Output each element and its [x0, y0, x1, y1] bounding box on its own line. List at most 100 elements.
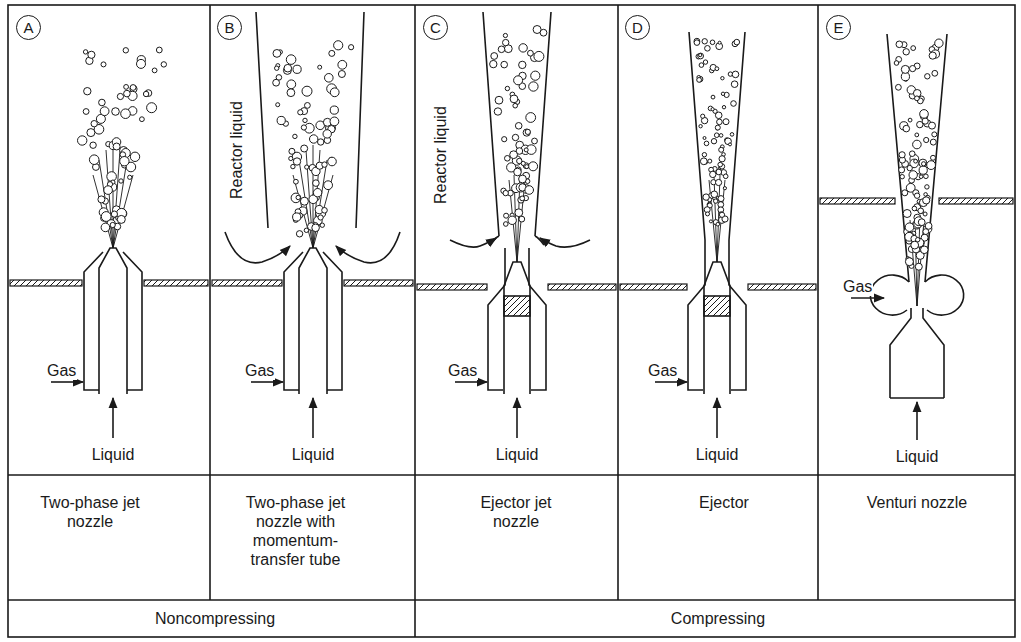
gas-bubble	[323, 130, 331, 138]
gas-bubble	[913, 140, 922, 149]
gas-bubble	[101, 223, 110, 232]
gas-bubble	[275, 66, 279, 70]
gas-bubble	[520, 196, 525, 201]
gas-bubble	[273, 50, 281, 58]
gas-bubble	[501, 61, 508, 68]
gas-bubble	[529, 82, 538, 91]
caption-cell: Two-phase jet nozzle	[10, 477, 209, 599]
gas-bubble	[919, 166, 927, 174]
gas-bubble	[305, 165, 309, 169]
gas-bubble	[303, 118, 307, 122]
gas-bubble	[112, 108, 120, 116]
gas-bubble	[296, 231, 302, 237]
gas-bubble	[330, 88, 339, 97]
gas-bubble	[723, 119, 729, 125]
gas-bubble	[924, 137, 929, 142]
gas-bubble	[935, 39, 943, 47]
gas-bubble	[714, 133, 719, 138]
gas-bubble	[525, 129, 530, 134]
gas-bubble	[731, 101, 737, 107]
gas-bubble	[83, 109, 89, 115]
gas-bubble	[289, 156, 293, 160]
gas-bubble	[902, 190, 908, 196]
gas-bubble	[701, 114, 705, 118]
gas-bubble	[87, 129, 95, 137]
gas-bubble	[910, 66, 916, 72]
gas-bubble	[325, 74, 334, 83]
gas-bubble	[714, 199, 718, 203]
gas-bubble	[302, 86, 312, 96]
gas-bubble	[334, 41, 343, 50]
gas-bubble	[312, 224, 320, 232]
gas-bubble	[504, 222, 509, 227]
gas-bubble	[730, 133, 734, 137]
gas-bubble	[909, 151, 915, 157]
gas-bubble	[291, 193, 301, 203]
gas-bubble	[909, 171, 917, 179]
gas-bubble	[110, 222, 115, 227]
gas-bubble	[894, 61, 899, 66]
gas-bubble	[117, 93, 123, 99]
gas-bubble	[702, 39, 707, 44]
gas-bubble	[100, 107, 109, 116]
stream-label: Gas	[244, 362, 275, 380]
gas-bubble	[719, 212, 724, 217]
gas-bubble	[301, 125, 306, 130]
gas-bubble	[503, 39, 509, 45]
gas-bubble	[896, 84, 902, 90]
gas-bubble	[518, 197, 524, 203]
gas-bubble	[915, 133, 919, 137]
flow-label: Reactor liquid	[432, 105, 450, 205]
gas-bubble	[78, 136, 87, 145]
gas-bubble	[912, 206, 917, 211]
panel-letter-text: C	[430, 20, 441, 35]
gas-bubble	[510, 151, 518, 159]
gas-bubble	[908, 118, 912, 122]
gas-bubble	[104, 186, 113, 195]
gas-bubble	[917, 121, 923, 127]
gas-bubble	[929, 52, 936, 59]
gas-bubble	[710, 40, 715, 45]
gas-bubble	[117, 215, 125, 223]
gas-bubble	[919, 175, 923, 179]
gas-bubble	[540, 29, 547, 36]
gas-bubble	[330, 117, 339, 126]
caption-text: Ejector	[684, 493, 764, 512]
gas-bubble	[524, 148, 528, 152]
panel-letter: A	[16, 15, 41, 40]
gas-bubble	[919, 159, 927, 167]
gas-bubble	[925, 223, 932, 230]
gas-bubble	[273, 79, 280, 86]
gas-bubble	[715, 125, 720, 130]
gas-bubble	[152, 68, 157, 73]
stream-label: Liquid	[495, 446, 540, 464]
gas-bubble	[318, 139, 324, 145]
gas-bubble	[318, 215, 323, 220]
gas-bubble	[721, 92, 724, 95]
gas-bubble	[84, 88, 91, 95]
gas-bubble	[705, 46, 711, 52]
panel-letter-text: E	[833, 20, 843, 35]
gas-bubble	[519, 61, 526, 68]
gas-bubble	[930, 139, 936, 145]
gas-bubble	[294, 179, 299, 184]
gas-bubble	[120, 157, 129, 166]
gas-bubble	[903, 210, 911, 218]
stream-label: Liquid	[291, 446, 336, 464]
caption-cell: Ejector jet nozzle	[416, 477, 617, 599]
gas-bubble	[83, 50, 87, 54]
gas-bubble	[708, 159, 712, 163]
gas-bubble	[534, 51, 544, 61]
gas-bubble	[709, 220, 712, 223]
gas-bubble	[329, 50, 335, 56]
gas-bubble	[907, 165, 912, 170]
gas-bubble	[298, 110, 303, 115]
stream-label: Liquid	[695, 446, 740, 464]
gas-bubble	[101, 62, 106, 67]
gas-bubble	[523, 129, 530, 136]
caption-cell: Two-phase jet nozzle with momentum-trans…	[211, 477, 414, 599]
gas-bubble	[702, 153, 706, 157]
gas-bubble	[923, 212, 927, 216]
